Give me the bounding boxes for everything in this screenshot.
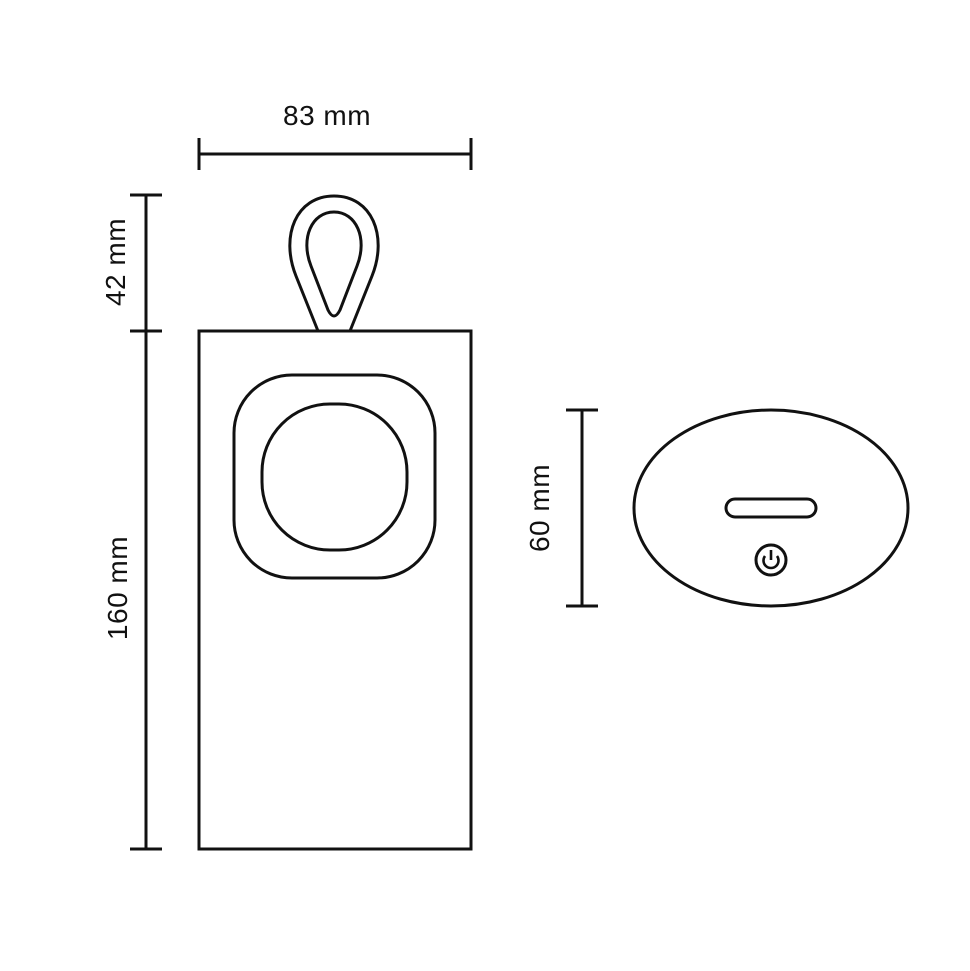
slot bbox=[724, 497, 818, 519]
handle-height-label: 42 mm bbox=[100, 217, 131, 307]
width-dimension-line bbox=[197, 138, 473, 170]
speaker-outer bbox=[232, 373, 437, 580]
top-view-oval bbox=[632, 408, 910, 608]
depth-label: 60 mm bbox=[524, 463, 555, 553]
body-front bbox=[197, 329, 473, 851]
loop-handle bbox=[288, 194, 380, 332]
speaker-inner bbox=[260, 402, 409, 552]
power-icon bbox=[754, 543, 788, 577]
width-label: 83 mm bbox=[283, 100, 372, 131]
depth-dimension-line bbox=[566, 408, 598, 608]
body-height-label: 160 mm bbox=[102, 535, 133, 641]
height-dimension-line bbox=[130, 193, 162, 851]
